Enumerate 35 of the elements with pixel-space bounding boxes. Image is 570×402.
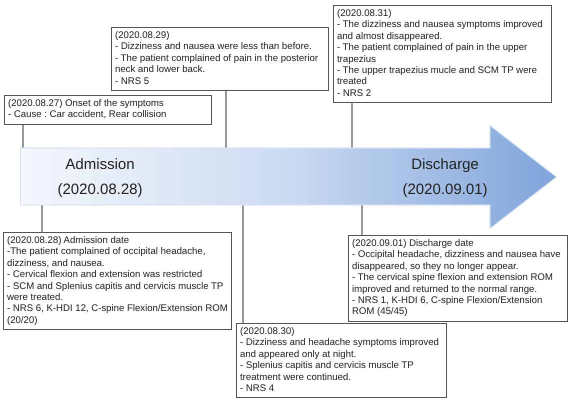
note-box: [236, 323, 447, 398]
note-item: - The patient complained of pain in the posterior neck and lower back.: [115, 52, 320, 76]
note-heading: (2020.08.30): [240, 326, 296, 338]
note-item: -The patient complained of occipital headache, dizziness, and nausea.: [7, 246, 206, 270]
note-item: - Dizziness and headache symptoms improved and appeared only at night.: [240, 337, 440, 360]
note-item: - Splenius capitis and cervicis muscle TP treatment were continued.: [240, 360, 414, 384]
note-item: - The cervical spine flexion and extension ROM improved and returned to the normal range.: [352, 272, 554, 296]
note-box: [3, 232, 232, 330]
note-item: - The upper trapezius mucle and SCM TP were treated: [337, 65, 538, 88]
note-box: [111, 27, 329, 92]
note-heading: (2020.08.29): [115, 30, 170, 42]
note-box: [348, 235, 568, 322]
note-item: - NRS 5: [115, 76, 150, 88]
note-heading: (2020.08.27) Onset of the symptoms: [8, 98, 165, 110]
stage-label: Admission (2020.08.28): [57, 155, 143, 200]
note-heading: (2020.08.31): [337, 8, 392, 20]
note-item: - SCM and Splenius capitis and cervicis muscle TP were treated.: [7, 280, 224, 304]
note-item: - NRS 2: [337, 88, 372, 100]
note-item: - NRS 1, K-HDI 6, C-spine Flexion/Extension ROM (45/45): [352, 295, 544, 318]
note-item: - NRS 4: [240, 383, 276, 394]
note-box: [333, 5, 552, 104]
stage-label: Discharge (2020.09.01): [402, 155, 488, 200]
note-item: - NRS 6, K-HDI 12, C-spine Flexion/Extension ROM (20/20): [7, 303, 228, 326]
note-item: - The dizziness and nausea symptoms improved and almost disappeared.: [337, 19, 544, 42]
connector-line: [242, 204, 244, 324]
note-item: - Occipital headache, dizziness and nausea have disappeared, so they no longer appear.: [352, 249, 562, 272]
note-box: [4, 95, 212, 125]
timeline-arrow: [20, 125, 557, 229]
note-item: - Dizziness and nausea were less than before.: [115, 41, 313, 53]
connector-line: [22, 124, 24, 148]
note-item: - The patient complained of pain in the upper trapezius: [337, 42, 528, 66]
note-heading: (2020.09.01) Discharge date: [352, 238, 475, 250]
note-heading: (2020.08.28) Admission date: [7, 235, 130, 246]
note-item: - Cervical flexion and extension was restricted: [7, 269, 204, 281]
note-item: - Cause : Car accident, Rear collision: [8, 109, 168, 121]
